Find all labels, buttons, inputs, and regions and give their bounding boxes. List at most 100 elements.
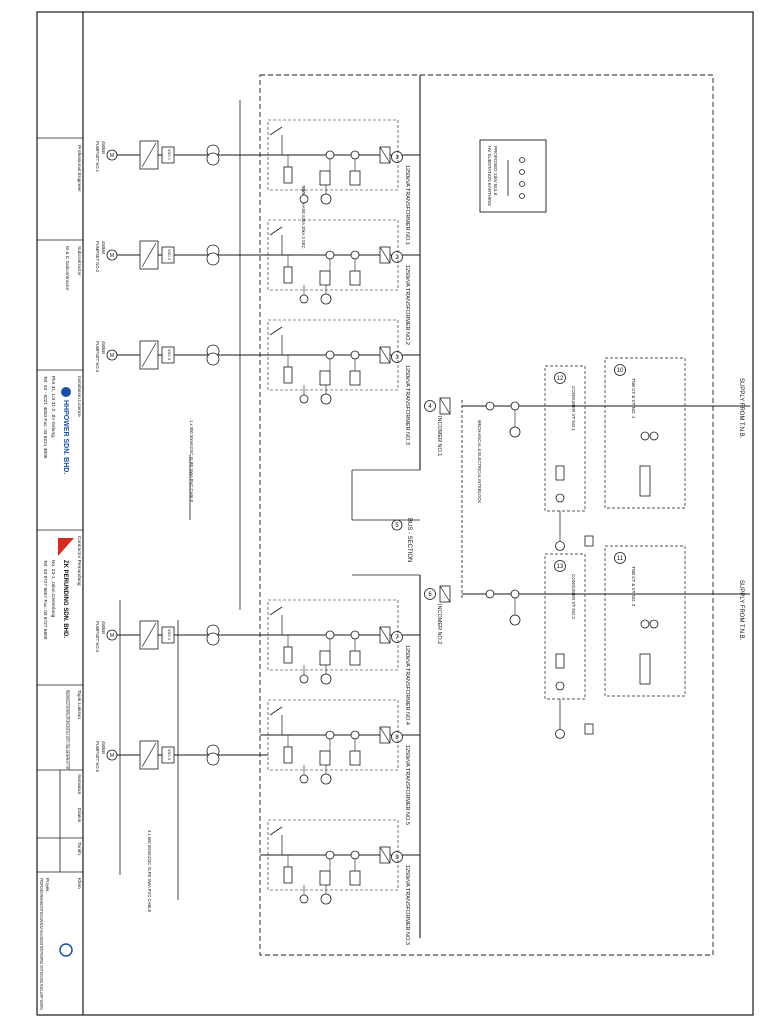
meter (299, 194, 309, 204)
ammeter (320, 773, 332, 785)
ammeter (320, 673, 332, 685)
transformer-badge-number: 2 (395, 255, 399, 261)
consumer-vt-badge (554, 560, 566, 572)
ammeter (320, 293, 332, 305)
tnb-ct-symbol (640, 619, 650, 629)
earth-switch (269, 706, 283, 716)
motor-icon: M (110, 253, 114, 259)
current-transformer (485, 589, 495, 599)
feeder-compartment (267, 819, 399, 891)
incomer-badge (424, 400, 436, 412)
lv-transformer (206, 352, 220, 366)
contractor-phone: Tel: 03 8727 6657 Fax: 03 8727 6658 (42, 560, 48, 640)
lv-transformer (206, 252, 220, 266)
contractor-address: No. 23-1, Jalan Cemerlang (50, 560, 56, 618)
current-transformer (325, 730, 335, 740)
column-dilukis: Dilukis (76, 808, 82, 823)
transformer-badge-number: 9 (395, 855, 399, 861)
soft-starter-diagonal (141, 342, 157, 368)
pump-label: PUMPSET NO.1 (95, 141, 100, 173)
circuit-breaker-contact (379, 146, 391, 164)
surge-arrester (283, 746, 293, 764)
current-transformer (350, 730, 360, 740)
vsd-label: VSD 5 (167, 749, 171, 760)
vsd-panel (161, 626, 175, 644)
current-transformer (325, 350, 335, 360)
surge-arrester (283, 266, 293, 284)
consumer-vt-symbol (555, 681, 565, 691)
incomer-badge-number: 4 (428, 404, 432, 410)
protection-relay (319, 650, 331, 666)
pump-label: PUMPSET NO.2 (95, 241, 100, 273)
consumer-fuse (555, 465, 565, 481)
tnb-ct-symbol (640, 431, 650, 441)
circuit-breaker-contact (379, 846, 391, 864)
column-semakan: Semakan (76, 774, 82, 795)
transformer-label: 1250kVA TRANSFORMER NO.2 (404, 265, 410, 345)
title-block-text: Professional Engineer Subcontractor M & … (42, 145, 82, 892)
earth-switch (269, 226, 283, 236)
subcontractor-name: M & C Subcontractor (64, 246, 70, 291)
outgoing-ammeter (555, 729, 565, 739)
motor-symbol (106, 149, 118, 161)
supply-label-1: SUPPLY FROM T.N.B. (738, 378, 744, 439)
transformer-badge-number: 3 (395, 355, 399, 361)
lv-transformer (206, 752, 220, 766)
surge-arrester (283, 366, 293, 384)
consumer-vt-symbol (555, 493, 565, 503)
transformer-label: 1250kVA TRANSFORMER NO.4 (404, 645, 410, 725)
pump-label: PUMPSET NO.5 (95, 741, 100, 773)
outgoing-ammeter (555, 541, 565, 551)
current-transformer (510, 401, 520, 411)
drawing-title-label: Tajuk Lukisan (76, 690, 82, 719)
surge-arrester (283, 866, 293, 884)
transformer-badge (391, 731, 403, 743)
pump-kw: 450kW (101, 621, 106, 634)
outgoing-terminal (584, 723, 594, 735)
tnb-ct-vt-box (604, 357, 686, 509)
cable-note-1: 1 x 300 50mm2/3C XLPE SWA PVC CABLE (189, 420, 194, 502)
motor-symbol (106, 249, 118, 261)
drawing-title: MANGSA NAUI BOOSTER PUMPING STATION MODI… (64, 690, 70, 770)
meter (299, 774, 309, 784)
consumer-vt-label: CONSUMER VT NO.2 (571, 574, 576, 619)
lv-transformer (206, 632, 220, 646)
soft-starter-diagonal (141, 142, 157, 168)
vsd-label: VSD 4 (167, 629, 171, 640)
tnb-badge (614, 552, 626, 564)
motor-symbol (106, 749, 118, 761)
soft-starter-diagonal (141, 742, 157, 768)
project-title: PROPOSED REHABILITATION MANGSA NAUI BOOS… (39, 878, 44, 1010)
client-emblem-icon (59, 943, 73, 957)
transformer-badge-number: 1 (395, 155, 399, 161)
consumer-vt-badge-number: 13 (557, 564, 564, 570)
interlock-note: MECHANICAL & ELECTRICAL INTERLOCK (477, 420, 482, 503)
tnb-meter-panel (639, 465, 651, 497)
vsd-panel (161, 346, 175, 364)
protection-relay (349, 750, 361, 766)
protection-relay (349, 650, 361, 666)
bus-note: 11kV 3 PHASE 630A 20kA 3 SEC. (301, 186, 306, 250)
earthing-legend-box (479, 139, 547, 213)
current-transformer (350, 850, 360, 860)
pump-kw: 450kW (101, 241, 106, 254)
installation-company: HHPOWER SDN. BHD. (62, 400, 69, 474)
meter (299, 674, 309, 684)
supply-label-2: SUPPLY FROM T.N.B. (738, 580, 744, 641)
pump-kw: 450kW (101, 141, 106, 154)
meter (299, 294, 309, 304)
column-tarikh: Tarikh (76, 842, 82, 855)
protection-relay (319, 270, 331, 286)
earthing-icon (507, 157, 525, 199)
switchboard-enclosure (259, 74, 714, 956)
vsd-label: VSD 1 (167, 149, 171, 160)
motor-icon: M (110, 753, 114, 759)
professional-engineer-label: Professional Engineer (76, 145, 82, 192)
bus-section-label: BUS - SECTION (406, 518, 412, 562)
